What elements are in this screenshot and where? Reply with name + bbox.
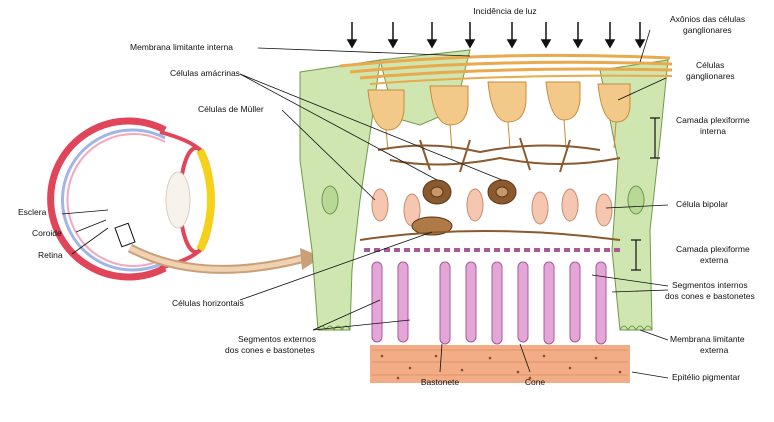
- label-bastonete: Bastonete: [421, 377, 460, 387]
- label-seg-internos-2: dos cones e bastonetes: [665, 291, 755, 301]
- inner-plexiform-layer: [378, 138, 620, 172]
- label-cone: Cone: [525, 377, 546, 387]
- label-membrana-externa-2: externa: [700, 345, 729, 355]
- label-horizontais: Células horizontais: [172, 298, 244, 308]
- label-axonios-2: ganglionares: [683, 25, 732, 35]
- label-epitelio: Epitélio pigmentar: [672, 372, 740, 382]
- label-ganglionares-2: ganglionares: [686, 71, 735, 81]
- label-muller: Células de Müller: [198, 104, 264, 114]
- label-seg-externos-2: dos cones e bastonetes: [225, 345, 315, 355]
- label-membrana-externa-1: Membrana limitante: [670, 334, 745, 344]
- label-plexiforme-interna-2: interna: [700, 126, 726, 136]
- label-esclera: Esclera: [18, 207, 47, 217]
- horizontal-cell: [360, 217, 620, 240]
- light-arrows: [348, 22, 644, 47]
- label-retina: Retina: [38, 250, 63, 260]
- label-axonios-1: Axônios das células: [670, 14, 745, 24]
- label-seg-internos-1: Segmentos internos: [672, 280, 748, 290]
- label-plexiforme-interna-1: Camada plexiforme: [676, 115, 750, 125]
- label-incidencia: Incidência de luz: [473, 6, 536, 16]
- label-seg-externos-1: Segmentos externos: [238, 334, 316, 344]
- label-amacrinas: Células amácrinas: [170, 68, 240, 78]
- label-coroide: Coroide: [32, 228, 62, 238]
- label-plexiforme-externa-2: externa: [700, 255, 729, 265]
- pigment-epithelium: [370, 345, 630, 383]
- photoreceptors: [364, 250, 620, 344]
- label-plexiforme-externa-1: Camada plexiforme: [676, 244, 750, 254]
- label-bipolar: Célula bipolar: [676, 199, 728, 209]
- label-membrana-interna: Membrana limitante interna: [130, 42, 233, 52]
- label-ganglionares-1: Células: [696, 60, 724, 70]
